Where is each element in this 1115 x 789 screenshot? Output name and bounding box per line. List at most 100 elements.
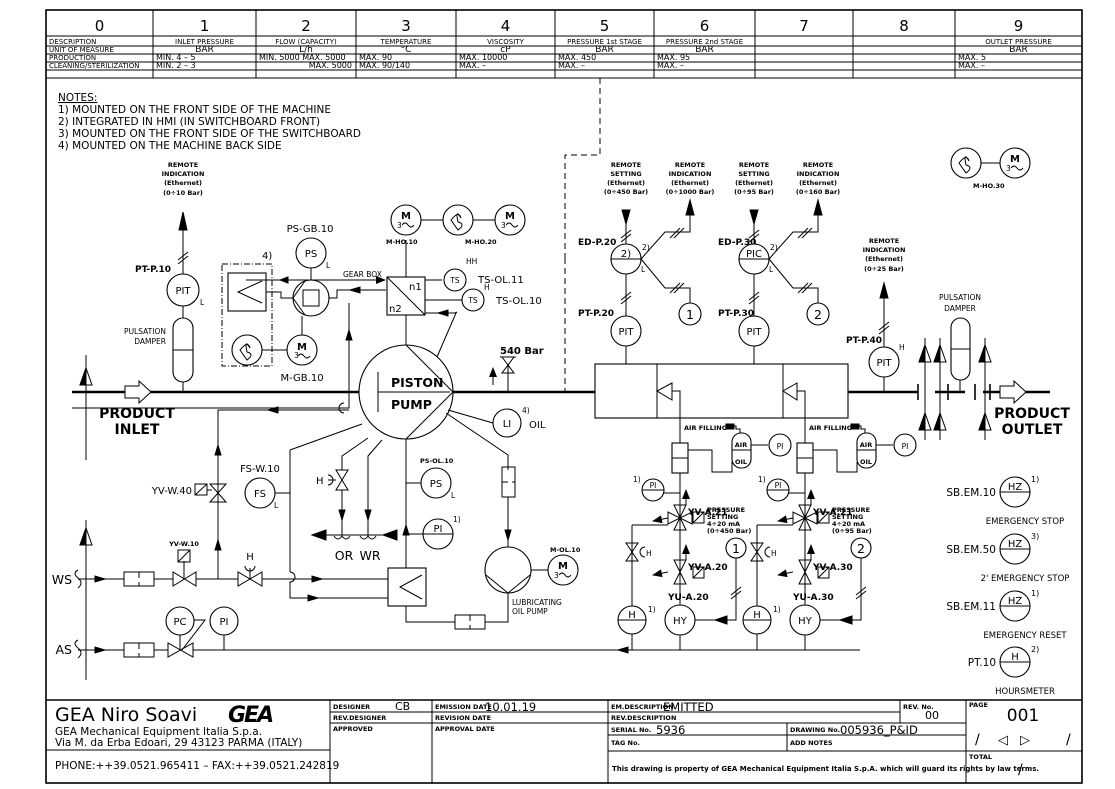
hyd-label: PRESSURE bbox=[707, 506, 745, 514]
line-crossing bbox=[338, 402, 345, 414]
row-label: PRODUCTION bbox=[49, 54, 96, 62]
pc-controller[interactable] bbox=[165, 606, 195, 636]
legend-label: EMERGENCY RESET bbox=[983, 631, 1067, 641]
remote-label: (Ethernet) bbox=[735, 179, 773, 187]
yv-w10-valve[interactable] bbox=[172, 571, 197, 587]
pt-p40-tag: PT-P.40 bbox=[846, 336, 882, 346]
signal-arrow-icon bbox=[178, 211, 188, 231]
li-label: LI bbox=[503, 419, 512, 430]
approval-date-label: APPROVAL DATE bbox=[435, 725, 495, 733]
ts-label: TS bbox=[449, 276, 460, 285]
next-page-button[interactable]: ▷ bbox=[1020, 733, 1030, 748]
table-cell: PRESSURE 1st STAGE bbox=[567, 38, 642, 46]
motor-m-ol10 bbox=[547, 554, 579, 586]
prev-page-button[interactable]: ◁ bbox=[998, 733, 1008, 748]
yv-w40-tag: YV-W.40 bbox=[151, 486, 192, 497]
motor-m: M bbox=[401, 211, 411, 222]
solenoid-valve-a20[interactable] bbox=[673, 559, 687, 585]
m-ho10-tag: M-HO.10 bbox=[386, 238, 418, 246]
remote-label: REMOTE bbox=[611, 161, 641, 169]
legend-symbol: HZ bbox=[1008, 596, 1023, 607]
serial-value: 5936 bbox=[656, 723, 685, 737]
main-motor-group: M 3 M-HO.10 M 3 M-HO.20 bbox=[386, 204, 526, 246]
pi-accumulator[interactable] bbox=[768, 433, 792, 457]
remote-label: REMOTE bbox=[869, 237, 899, 245]
manual-valve-ws[interactable] bbox=[237, 571, 263, 587]
hyd-label: PRESSURE bbox=[832, 506, 870, 514]
table-cell: PRESSURE 2nd STAGE bbox=[666, 38, 743, 46]
table-cell: MAX. – bbox=[459, 61, 486, 70]
homogenizing-valve-block bbox=[594, 363, 849, 460]
ps-ol10-switch[interactable] bbox=[420, 467, 452, 499]
pc-valve[interactable] bbox=[167, 642, 194, 658]
hyd-label: YV-A.21 bbox=[812, 508, 853, 518]
ts-ol11[interactable] bbox=[443, 268, 467, 292]
hyd-label: (0÷450 Bar) bbox=[707, 527, 751, 535]
ts-ol10[interactable] bbox=[461, 288, 485, 312]
remote-label: REMOTE bbox=[675, 161, 705, 169]
alarm-l: L bbox=[769, 265, 774, 274]
drains: H OR WR bbox=[310, 437, 398, 563]
note-ref: 1) bbox=[1031, 589, 1039, 598]
hyd-label: SETTING bbox=[707, 513, 738, 521]
remote-label: (0÷10 Bar) bbox=[163, 189, 203, 197]
alarm-l: L bbox=[326, 261, 331, 270]
ps-label: PS bbox=[430, 479, 442, 490]
product-outlet-label-2: OUTLET bbox=[1002, 422, 1063, 438]
m-gb10-tag: M-GB.10 bbox=[280, 373, 323, 384]
drain-valve[interactable] bbox=[335, 469, 349, 491]
manual-valve-h[interactable] bbox=[625, 542, 639, 562]
remote-label: (Ethernet) bbox=[799, 179, 837, 187]
ts-ol11-tag: TS-OL.11 bbox=[477, 275, 524, 286]
ps-label: PS bbox=[305, 249, 317, 260]
alarm-h: H bbox=[484, 283, 490, 292]
solenoid-valve-a21[interactable] bbox=[798, 504, 812, 531]
approved-label: APPROVED bbox=[333, 725, 373, 733]
hand-h: H bbox=[316, 476, 324, 487]
piston-label: PISTON bbox=[391, 375, 443, 390]
n1-label: n1 bbox=[409, 282, 422, 293]
remote-label: SETTING bbox=[610, 170, 641, 178]
legend-label: 2' EMERGENCY STOP bbox=[981, 574, 1070, 584]
rev-designer-label: REV.DESIGNER bbox=[333, 714, 386, 722]
motor-3: 3 bbox=[501, 221, 506, 230]
inlet-vertical-arrows bbox=[79, 355, 93, 680]
remote-label: (0÷450 Bar) bbox=[604, 188, 648, 196]
hydraulic-groups: AIR FILLINGAIROILPIPI1)YV-A.21YV-A.20HPR… bbox=[617, 423, 917, 650]
remote-label: REMOTE bbox=[803, 161, 833, 169]
table-cell: MAX. – bbox=[657, 61, 684, 70]
solenoid-valve-a21[interactable] bbox=[673, 504, 687, 531]
motor-3: 3 bbox=[294, 351, 299, 360]
alarm-l: L bbox=[274, 501, 279, 510]
designer-value: CB bbox=[395, 700, 410, 713]
row-label: CLEANING/STERILIZATION bbox=[49, 62, 139, 70]
column-number: 8 bbox=[899, 17, 909, 35]
water-air-lines: YV-W.40 FS-W.10 FS L WS YV-W.10 H AS bbox=[52, 406, 860, 659]
solenoid-valve-a20[interactable] bbox=[798, 559, 812, 585]
legend-symbol: HZ bbox=[1008, 482, 1023, 493]
alarm-l: L bbox=[451, 491, 456, 500]
manual-valve-h[interactable] bbox=[750, 542, 764, 562]
pi-accumulator[interactable] bbox=[893, 433, 917, 457]
homogenizing-block[interactable] bbox=[594, 363, 849, 419]
li-oil-level[interactable] bbox=[492, 408, 522, 438]
table-cell: MAX. 450 bbox=[558, 53, 596, 62]
table-cell: MIN. 4 – 5 bbox=[156, 53, 196, 62]
pt-p10-group: REMOTE INDICATION (Ethernet) (0÷10 Bar) … bbox=[124, 161, 205, 392]
motor-m: M bbox=[1010, 154, 1020, 165]
last-page-button[interactable]: / bbox=[1066, 732, 1071, 748]
table-cell: BAR bbox=[695, 45, 714, 55]
lubricating-oil-pump[interactable] bbox=[484, 546, 532, 594]
first-page-button[interactable]: / bbox=[975, 732, 980, 748]
table-cell: MIN. 2 – 3 bbox=[156, 61, 196, 70]
ed-p20-tag: ED-P.20 bbox=[578, 238, 616, 248]
em-description-label: EM.DESCRIPTION bbox=[611, 703, 674, 711]
yv-w40-valve[interactable] bbox=[208, 483, 228, 503]
hyd-label: 2 bbox=[857, 541, 865, 556]
note-ref: 2) bbox=[621, 249, 631, 260]
hyd-label: H bbox=[771, 549, 777, 558]
